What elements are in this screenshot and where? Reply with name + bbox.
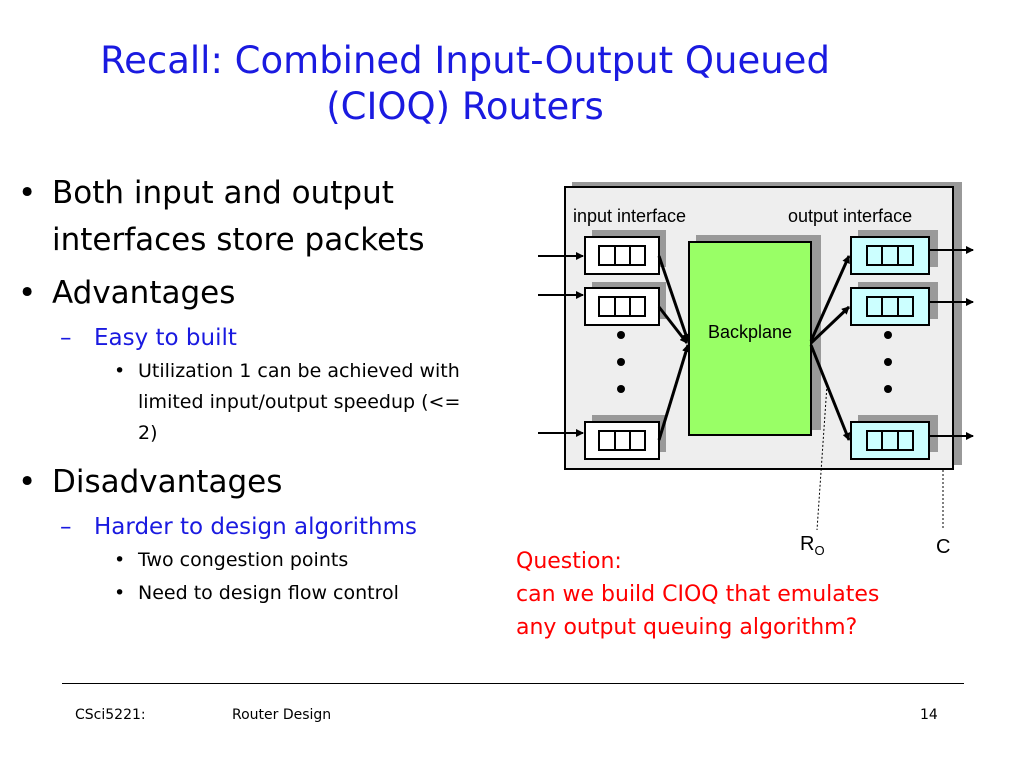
output-interface-label: output interface (788, 206, 912, 226)
sub-bullet-easy: – Easy to built (18, 323, 498, 354)
question-line-1: Question: (516, 549, 622, 574)
ro-label: RO (800, 533, 825, 558)
small-dot-icon: • (114, 582, 126, 604)
bullet-disadvantages-text: Disadvantages (52, 464, 283, 500)
footer-divider (62, 683, 964, 684)
cioq-router-diagram: input interface output interface Backpla… (538, 182, 974, 558)
bullet-advantages: • Advantages (18, 270, 498, 317)
small-dot-icon: • (114, 360, 126, 382)
output-queue-3 (850, 415, 938, 460)
bullet-disadvantages: • Disadvantages (18, 459, 498, 506)
bullet-dot-icon: • (18, 464, 37, 500)
backplane-to-output-arrows (809, 255, 851, 441)
dash-icon: – (60, 514, 72, 540)
question-line-3: any output queuing algorithm? (516, 615, 858, 640)
dash-icon: – (60, 325, 72, 351)
input-queue-2 (584, 282, 666, 326)
sub-bullet-easy-text: Easy to built (94, 325, 237, 351)
sub-sub-bullet-utilization: • Utilization 1 can be achieved with lim… (18, 356, 468, 449)
output-dots (884, 331, 892, 393)
incoming-arrows (538, 252, 584, 437)
title-line-1: Recall: Combined Input-Output Queued (100, 39, 830, 82)
input-to-backplane-arrows (657, 255, 690, 441)
sub-sub-bullet-utilization-text: Utilization 1 can be achieved with limit… (138, 360, 461, 444)
footer-course: CSci5221: (75, 707, 146, 723)
footer-page-number: 14 (920, 707, 938, 723)
sub-bullet-harder-text: Harder to design algorithms (94, 514, 417, 540)
input-queue-3 (584, 415, 666, 460)
small-dot-icon: • (114, 549, 126, 571)
sub-bullet-harder: – Harder to design algorithms (18, 512, 498, 543)
sub-sub-bullet-flow-control: • Need to design flow control (18, 578, 498, 609)
bullet-dot-icon: • (18, 275, 37, 311)
outgoing-arrows (929, 246, 974, 440)
bullet-advantages-text: Advantages (52, 275, 236, 311)
bullet-storage-text: Both input and output interfaces store p… (52, 175, 425, 258)
backplane-label: Backplane (708, 322, 792, 342)
input-dots (617, 331, 625, 393)
bullet-list: • Both input and output interfaces store… (18, 170, 498, 609)
sub-sub-bullet-congestion-text: Two congestion points (138, 549, 349, 571)
question-line-2: can we build CIOQ that emulates (516, 582, 880, 607)
question-block: Question: can we build CIOQ that emulate… (516, 545, 986, 644)
sub-sub-bullet-flow-control-text: Need to design flow control (138, 582, 399, 604)
input-queue-1 (584, 230, 666, 275)
title-line-2: (CIOQ) Routers (326, 85, 604, 128)
slide-title: Recall: Combined Input-Output Queued (CI… (0, 38, 930, 130)
footer-topic: Router Design (232, 707, 332, 723)
bullet-dot-icon: • (18, 175, 37, 211)
sub-sub-bullet-congestion: • Two congestion points (18, 545, 498, 576)
output-queue-1 (850, 230, 938, 275)
output-queue-2 (850, 282, 938, 326)
rate-dotted-lines (816, 384, 944, 531)
c-label: C (936, 536, 950, 558)
input-interface-label: input interface (573, 206, 686, 226)
bullet-storage: • Both input and output interfaces store… (18, 170, 498, 264)
